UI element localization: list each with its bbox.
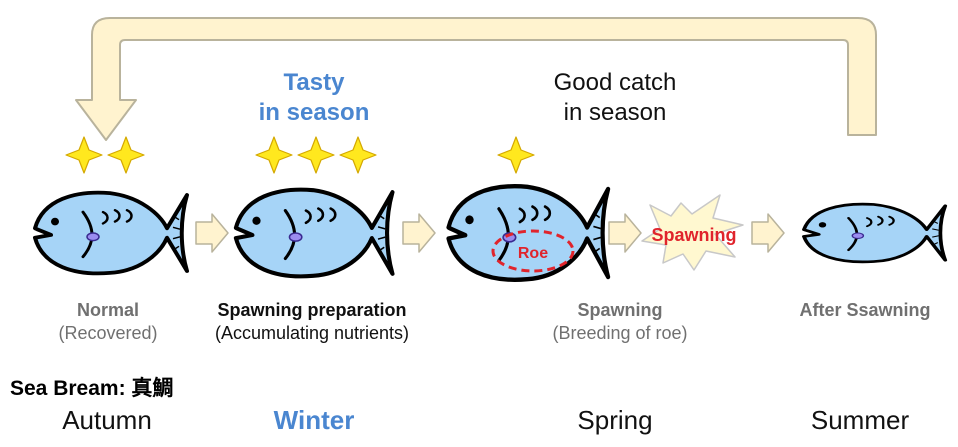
tasty-headline: Tasty in season — [234, 68, 394, 128]
roe-marker — [491, 229, 575, 273]
star-icon — [297, 136, 335, 174]
stage-subtitle: (Breeding of roe) — [552, 323, 688, 343]
star-icon — [497, 136, 535, 174]
spawning-burst-label: Spawning — [652, 225, 737, 245]
fish-spawning-preparation — [236, 190, 393, 277]
stage-title: Normal — [76, 300, 139, 320]
stage-spawning-preparation: Spawning preparation (Accumulating nutri… — [186, 299, 438, 345]
roe-label: Roe — [518, 245, 548, 262]
stage-after-spawning: After Ssawning — [775, 299, 955, 321]
stage-spawning: Spawning (Breeding of roe) — [520, 299, 720, 345]
stage-title: Spawning preparation — [217, 300, 407, 320]
tasty-line-2: in season — [258, 99, 370, 126]
season-spring: Spring — [577, 405, 653, 435]
species-label: Sea Bream: 真鯛 — [10, 377, 174, 400]
fish-spawning — [449, 186, 609, 280]
season-summer: Summer — [810, 405, 910, 435]
stage-subtitle: (Recovered) — [58, 323, 158, 343]
stage-title: After Ssawning — [799, 300, 931, 320]
good-catch-headline: Good catch in season — [520, 68, 710, 128]
stage-title: Spawning — [577, 300, 663, 320]
good-catch-line-1: Good catch — [553, 69, 677, 96]
stage-arrow — [608, 213, 642, 253]
star-icon — [339, 136, 377, 174]
stage-arrow — [751, 213, 785, 253]
star-icon — [65, 136, 103, 174]
season-autumn: Autumn — [62, 405, 152, 435]
stage-subtitle: (Accumulating nutrients) — [214, 323, 410, 343]
stage-normal: Normal (Recovered) — [28, 299, 188, 345]
stage-arrow — [402, 213, 436, 253]
good-catch-line-2: in season — [563, 99, 667, 126]
star-icon — [107, 136, 145, 174]
stage-arrow — [195, 213, 229, 253]
star-icon — [255, 136, 293, 174]
fish-normal — [33, 190, 189, 276]
spawning-burst — [641, 194, 744, 271]
cycle-arrow — [75, 17, 877, 141]
season-winter: Winter — [273, 405, 355, 435]
tasty-line-1: Tasty — [283, 69, 345, 96]
fish-after-spawning — [802, 202, 948, 264]
